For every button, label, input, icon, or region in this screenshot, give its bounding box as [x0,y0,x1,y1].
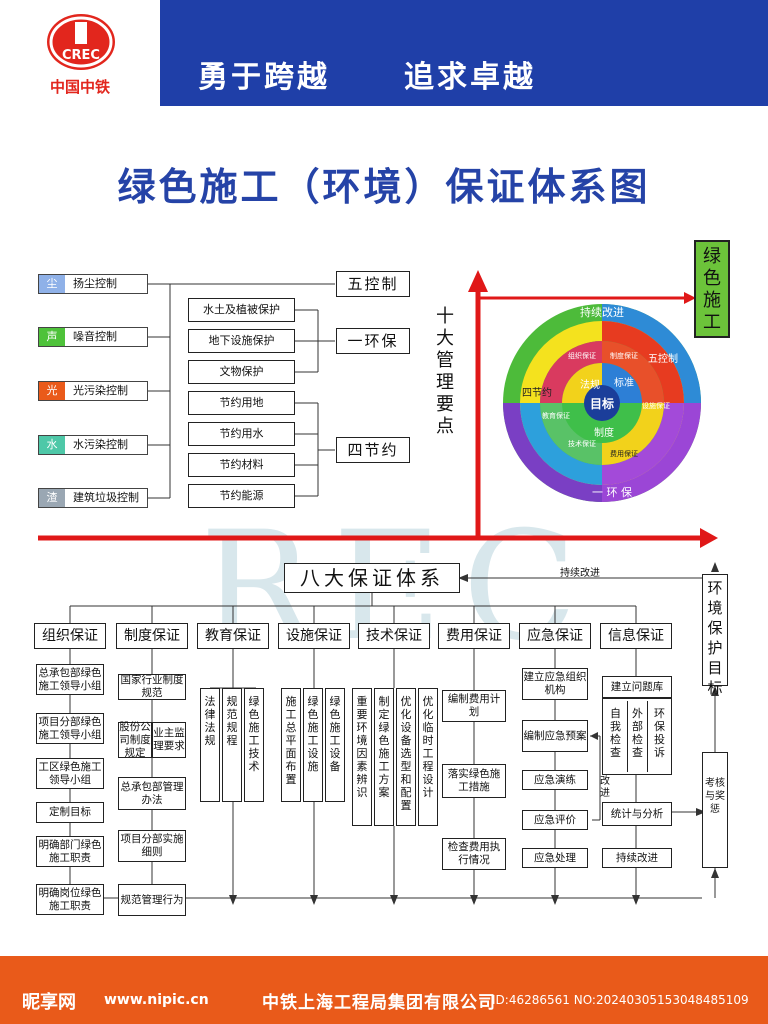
edu-item: 规范规程 [222,688,242,802]
category-org: 组织保证 [34,623,106,649]
management-circle: 目标 法规 标准 制度 组织保证 制度保证 设施保证 技术保证 费用保证 教育保… [502,296,702,510]
cost-item: 编制费用计划 [442,690,506,722]
ring2-label: 制度保证 [610,351,638,360]
system-item: 项目分部实施细则 [118,830,186,862]
edu-item: 绿色施工技术 [244,688,264,802]
info-item: 环保投诉 [649,701,670,772]
saving-item: 节约能源 [188,484,295,508]
group-four-save: 四节约 [336,437,410,463]
tech-item: 重要环境因素辨识 [352,688,372,826]
info-item: 统计与分析 [602,802,672,826]
ring2-label: 教育保证 [542,411,570,420]
tech-item: 优化设备选型和配置 [396,688,416,826]
system-title: 八大保证体系 [284,563,460,593]
control-label: 光污染控制 [73,382,128,400]
saving-item: 节约用地 [188,391,295,415]
cost-item: 落实绿色施工措施 [442,764,506,798]
edu-item: 法律法规 [200,688,220,802]
system-item: 国家行业制度规范 [118,674,186,700]
control-waste: 渣 建筑垃圾控制 [38,488,148,508]
env-target-box: 环境保护目标 [702,574,728,686]
category-info: 信息保证 [600,623,672,649]
control-tag: 光 [39,382,65,400]
control-tag: 声 [39,328,65,346]
info-item: 外部检查 [627,701,648,772]
org-item: 明确岗位绿色施工职责 [36,884,104,915]
category-tech: 技术保证 [358,623,430,649]
ring2-label: 技术保证 [568,439,596,448]
saving-item: 节约用水 [188,422,295,446]
org-item: 项目分部绿色施工领导小组 [36,713,104,744]
emergency-item: 编制应急预案 [522,720,588,752]
facility-item: 绿色施工设备 [325,688,345,802]
control-tag: 水 [39,436,65,454]
outer-bottom-label: 一 环 保 [592,485,632,499]
outer-top-label: 持续改进 [580,305,624,319]
tech-item: 制定绿色施工方案 [374,688,394,826]
emergency-item: 应急评价 [522,810,588,830]
control-water: 水 水污染控制 [38,435,148,455]
image-code: ID:46286561 NO:20240305153048485109 [492,993,749,1007]
control-light: 光 光污染控制 [38,381,148,401]
category-edu: 教育保证 [197,623,269,649]
continuous-improve-label: 持续改进 [560,564,600,579]
emergency-item: 应急处理 [522,848,588,868]
emergency-item: 应急演练 [522,770,588,790]
group-five-control: 五控制 [336,271,410,297]
control-label: 噪音控制 [73,328,117,346]
system-item: 规范管理行为 [118,884,186,916]
circle-center-label: 目标 [590,396,614,411]
facility-item: 绿色施工设施 [303,688,323,802]
org-item: 总承包部绿色施工领导小组 [36,664,104,695]
control-dust: 尘 扬尘控制 [38,274,148,294]
category-system: 制度保证 [116,623,188,649]
info-item: 持续改进 [602,848,672,868]
cost-item: 检查费用执行情况 [442,838,506,870]
tech-item: 优化临时工程设计 [418,688,438,826]
assess-box: 考核与奖惩 [702,752,728,868]
org-item: 明确部门绿色施工职责 [36,836,104,867]
category-facility: 设施保证 [278,623,350,649]
ring2-label: 设施保证 [642,401,670,410]
system-item: 业主监理要求 [152,722,186,758]
ring3-label: 四节约 [522,386,552,399]
info-check-group: 自我检查 外部检查 环保投诉 [602,698,672,775]
control-noise: 声 噪音控制 [38,327,148,347]
protection-item: 地下设施保护 [188,329,295,353]
company-name: 中铁上海工程局集团有限公司 [262,988,496,1013]
control-label: 扬尘控制 [73,275,117,293]
saving-item: 节约材料 [188,453,295,477]
protection-item: 文物保护 [188,360,295,384]
emergency-improve-note: 改进 [600,776,610,800]
control-label: 建筑垃圾控制 [73,489,139,507]
system-item: 总承包部管理办法 [118,777,186,810]
ring1-label: 标准 [614,377,634,389]
site-url: www.nipic.cn [104,992,209,1008]
category-emergency: 应急保证 [519,623,591,649]
footer-bar: 昵享网 www.nipic.cn 中铁上海工程局集团有限公司 ID:462865… [0,956,768,1024]
emergency-item: 建立应急组织机构 [522,668,588,700]
category-cost: 费用保证 [438,623,510,649]
ring2-label: 费用保证 [610,449,638,458]
facility-item: 施工总平面布置 [281,688,301,802]
axis-label: 十大管理要点 [434,306,456,438]
ring1-label: 法规 [580,378,600,391]
ring3-label: 五控制 [648,352,678,365]
org-item: 定制目标 [36,802,104,823]
system-item: 股份公司制度规定 [118,722,152,758]
protection-item: 水土及植被保护 [188,298,295,322]
org-item: 工区绿色施工领导小组 [36,758,104,789]
control-tag: 尘 [39,275,65,293]
control-tag: 渣 [39,489,65,507]
site-name: 昵享网 [22,988,76,1014]
info-item: 建立问题库 [602,676,672,698]
ring1-label: 制度 [594,426,614,439]
control-label: 水污染控制 [73,436,128,454]
info-item: 自我检查 [605,701,626,772]
ring2-label: 组织保证 [568,351,596,360]
group-one-env: 一环保 [336,328,410,354]
